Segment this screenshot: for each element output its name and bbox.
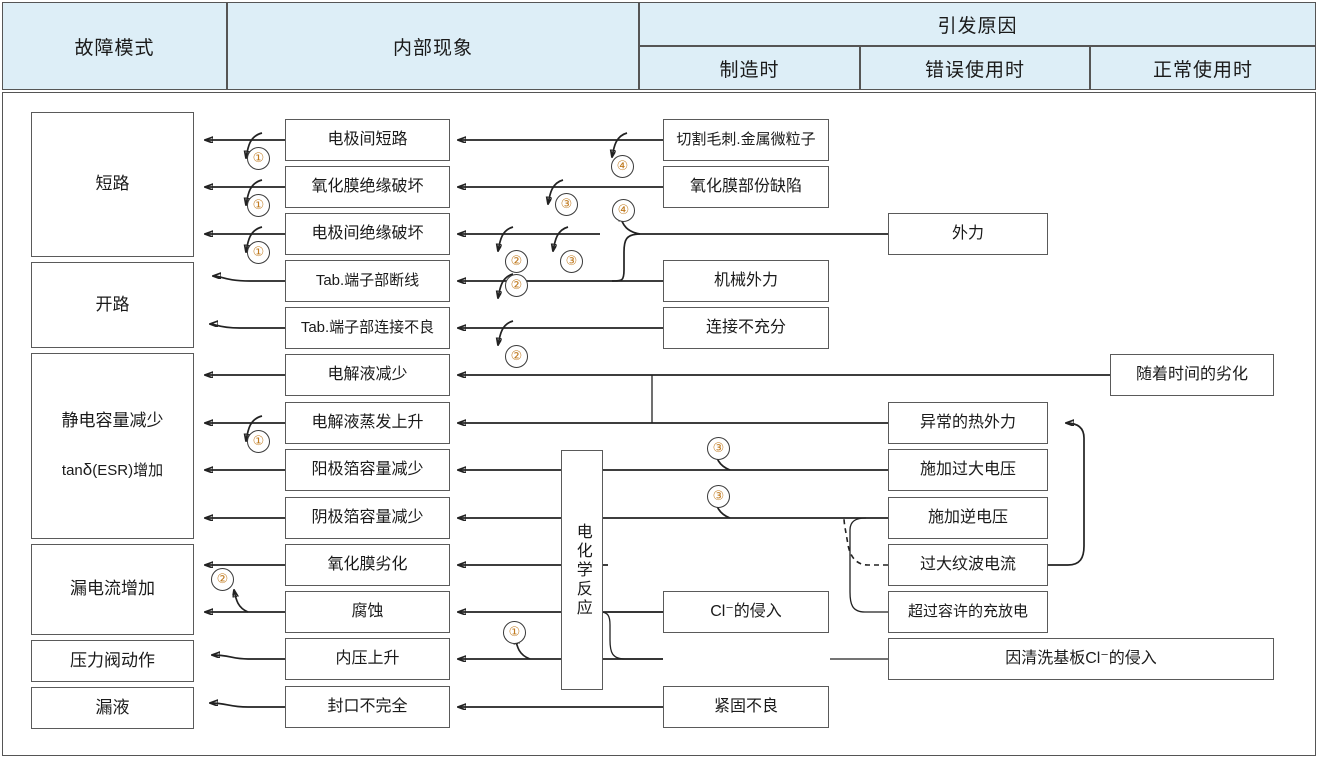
cause-label: 因清洗基板Cl⁻的侵入 — [1005, 650, 1157, 668]
cause-label: 连接不充分 — [705, 319, 786, 337]
tan-delta-esr-label: tanδ(ESR)增加 — [61, 460, 164, 479]
cause-poor-fastening[interactable]: 紧固不良 — [663, 686, 829, 728]
cause-label: 超过容许的充放电 — [907, 602, 1028, 620]
cause-cutting-burr-metal-particles[interactable]: 切割毛刺.金属微粒子 — [663, 119, 829, 161]
electrochemical-reaction-box[interactable]: 电化学反应 — [561, 450, 603, 690]
table-header: 故障模式 内部现象 引发原因 制造时 错误使用时 正常使用时 — [2, 2, 1316, 90]
header-sub-manufacturing: 制造时 — [639, 46, 860, 90]
phenomenon-inter-electrode-insulation-breakdown[interactable]: 电极间绝缘破坏 — [285, 213, 450, 255]
electrochemical-reaction-label: 电化学反应 — [573, 522, 591, 618]
failure-mode-liquid-leak[interactable]: 漏液 — [31, 687, 194, 729]
cause-abnormal-thermal-external-force[interactable]: 异常的热外力 — [888, 402, 1048, 444]
marker-1d: ① — [247, 430, 270, 453]
cause-label: Cl⁻的侵入 — [710, 603, 782, 621]
cause-oxide-film-partial-defect[interactable]: 氧化膜部份缺陷 — [663, 166, 829, 208]
phenomenon-label: 腐蚀 — [351, 603, 384, 621]
failure-mode-label: 漏电流增加 — [70, 579, 155, 599]
cause-label: 随着时间的劣化 — [1135, 366, 1248, 384]
cause-label: 氧化膜部份缺陷 — [689, 178, 802, 196]
phenomenon-label: 内压上升 — [335, 650, 400, 668]
phenomenon-label: 电解液蒸发上升 — [311, 414, 424, 432]
marker-1a: ① — [247, 147, 270, 170]
failure-mode-open-circuit[interactable]: 开路 — [31, 262, 194, 348]
cause-label: 过大纹波电流 — [919, 556, 1016, 574]
marker-1e: ① — [503, 621, 526, 644]
cause-insufficient-connection[interactable]: 连接不充分 — [663, 307, 829, 349]
phenomenon-label: 电极间绝缘破坏 — [311, 225, 424, 243]
phenomenon-label: 氧化膜绝缘破坏 — [311, 178, 424, 196]
phenomenon-label: Tab.端子部连接不良 — [300, 318, 435, 336]
cause-label: 异常的热外力 — [919, 414, 1016, 432]
failure-mode-label: 短路 — [95, 174, 130, 194]
phenomenon-oxide-film-degradation[interactable]: 氧化膜劣化 — [285, 544, 450, 586]
cause-label: 紧固不良 — [713, 698, 778, 716]
marker-2b: ② — [505, 250, 528, 273]
phenomenon-cathode-foil-capacitance-drop[interactable]: 阴极箔容量减少 — [285, 497, 450, 539]
failure-mode-leakage-current[interactable]: 漏电流增加 — [31, 544, 194, 635]
phenomenon-internal-pressure-rise[interactable]: 内压上升 — [285, 638, 450, 680]
cause-reverse-voltage-applied[interactable]: 施加逆电压 — [888, 497, 1048, 539]
header-failure-mode: 故障模式 — [2, 2, 227, 90]
phenomenon-label: Tab.端子部断线 — [315, 271, 420, 289]
failure-mode-short-circuit[interactable]: 短路 — [31, 112, 194, 257]
phenomenon-electrolyte-evaporation-rise[interactable]: 电解液蒸发上升 — [285, 402, 450, 444]
marker-2d: ② — [505, 345, 528, 368]
phenomenon-electrolyte-decrease[interactable]: 电解液减少 — [285, 354, 450, 396]
cause-external-force[interactable]: 外力 — [888, 213, 1048, 255]
cause-label: 施加过大电压 — [919, 461, 1016, 479]
cause-label: 机械外力 — [713, 272, 778, 290]
header-sub-misuse: 错误使用时 — [860, 46, 1090, 90]
phenomenon-anode-foil-capacitance-drop[interactable]: 阳极箔容量减少 — [285, 449, 450, 491]
marker-3c: ③ — [707, 437, 730, 460]
phenomenon-oxide-insulation-breakdown[interactable]: 氧化膜绝缘破坏 — [285, 166, 450, 208]
cause-chloride-intrusion-from-board-cleaning[interactable]: 因清洗基板Cl⁻的侵入 — [888, 638, 1274, 680]
marker-1c: ① — [247, 241, 270, 264]
cause-mechanical-external-force[interactable]: 机械外力 — [663, 260, 829, 302]
phenomenon-incomplete-sealing[interactable]: 封口不完全 — [285, 686, 450, 728]
phenomenon-label: 电极间短路 — [327, 131, 408, 149]
cause-chloride-ion-intrusion[interactable]: Cl⁻的侵入 — [663, 591, 829, 633]
cause-exceeding-allowed-charge-discharge[interactable]: 超过容许的充放电 — [888, 591, 1048, 633]
marker-3a: ③ — [560, 250, 583, 273]
failure-mode-label: 压力阀动作 — [70, 650, 155, 670]
phenomenon-label: 阴极箔容量减少 — [311, 509, 424, 527]
marker-4b: ④ — [612, 199, 635, 222]
cause-excessive-ripple-current[interactable]: 过大纹波电流 — [888, 544, 1048, 586]
phenomenon-label: 阳极箔容量减少 — [311, 461, 424, 479]
phenomenon-tab-terminal-poor-connection[interactable]: Tab.端子部连接不良 — [285, 307, 450, 349]
header-internal-phenomenon: 内部现象 — [227, 2, 639, 90]
failure-mode-label: 漏液 — [95, 697, 130, 717]
phenomenon-inter-electrode-short[interactable]: 电极间短路 — [285, 119, 450, 161]
phenomenon-label: 封口不完全 — [327, 698, 408, 716]
marker-1b: ① — [247, 194, 270, 217]
header-trigger-cause: 引发原因 — [639, 2, 1316, 46]
marker-2a: ② — [211, 568, 234, 591]
cause-degradation-over-time[interactable]: 随着时间的劣化 — [1110, 354, 1274, 396]
phenomenon-label: 氧化膜劣化 — [327, 556, 408, 574]
capacitance-drop-label: 静电容量减少 — [61, 411, 164, 431]
failure-mode-capacitance-drop[interactable]: 静电容量减少 tanδ(ESR)增加 — [31, 353, 194, 539]
phenomenon-label: 电解液减少 — [327, 366, 408, 384]
header-sub-normal-use: 正常使用时 — [1090, 46, 1316, 90]
failure-mode-pressure-valve[interactable]: 压力阀动作 — [31, 640, 194, 682]
phenomenon-tab-terminal-broken-wire[interactable]: Tab.端子部断线 — [285, 260, 450, 302]
cause-label: 外力 — [951, 225, 984, 243]
cause-label: 施加逆电压 — [927, 509, 1008, 527]
phenomenon-corrosion[interactable]: 腐蚀 — [285, 591, 450, 633]
cause-excessive-voltage-applied[interactable]: 施加过大电压 — [888, 449, 1048, 491]
marker-3d: ③ — [707, 485, 730, 508]
failure-mode-label: 开路 — [95, 294, 130, 314]
marker-3b: ③ — [555, 193, 578, 216]
marker-2c: ② — [505, 274, 528, 297]
cause-label: 切割毛刺.金属微粒子 — [676, 130, 816, 148]
marker-4a: ④ — [611, 155, 634, 178]
